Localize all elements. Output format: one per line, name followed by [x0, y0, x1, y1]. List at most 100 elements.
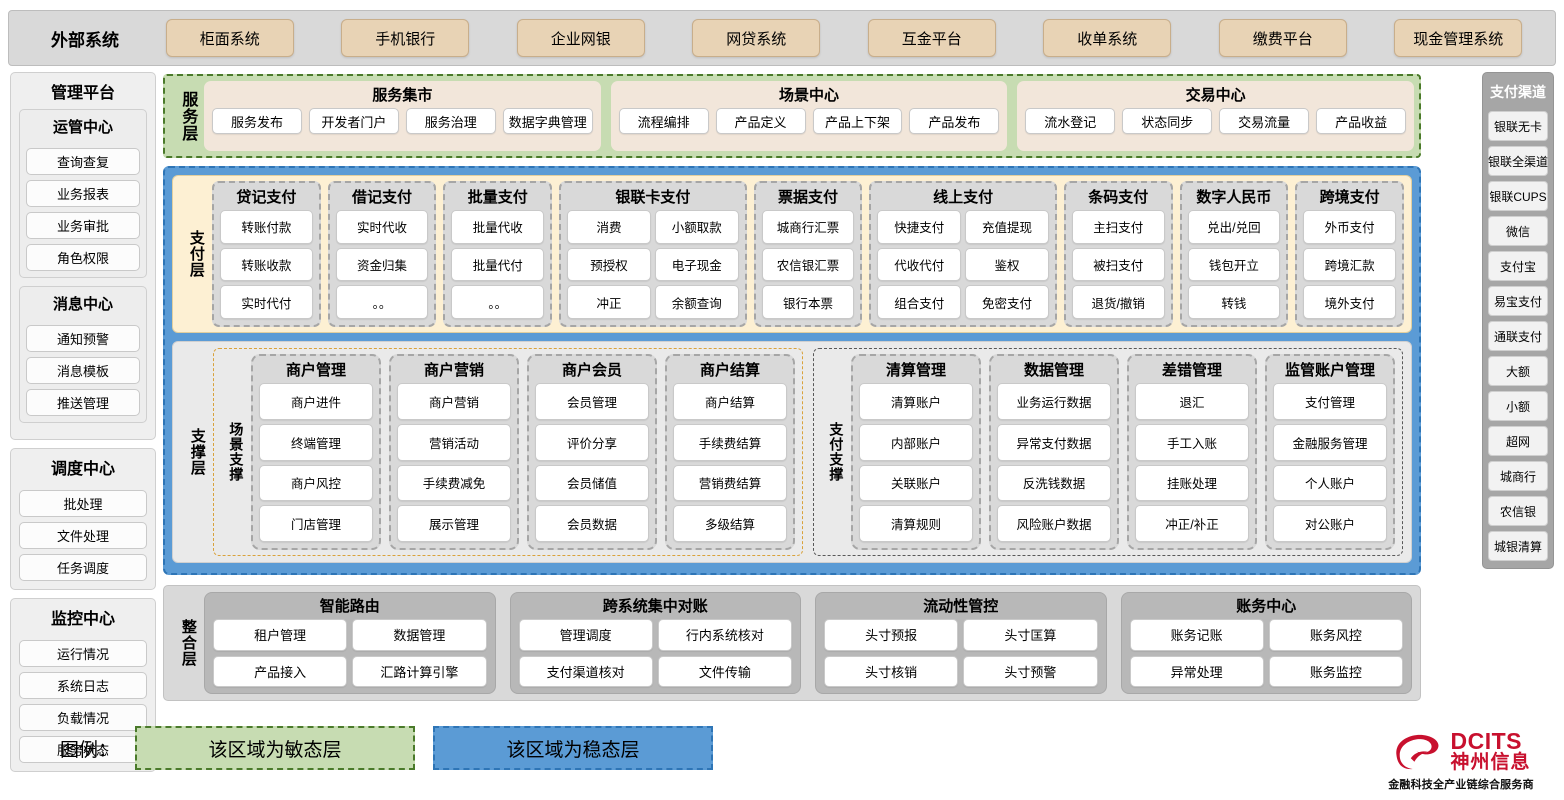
sidebar-item[interactable]: 角色权限: [26, 244, 140, 271]
support-item[interactable]: 挂账处理: [1135, 464, 1249, 502]
external-system-item[interactable]: 企业网银: [516, 19, 645, 57]
payment-item[interactable]: 被扫支付: [1071, 247, 1165, 282]
payment-item[interactable]: 退货/撤销: [1071, 285, 1165, 319]
external-system-item[interactable]: 网贷系统: [692, 19, 821, 57]
support-item[interactable]: 个人账户: [1273, 464, 1387, 502]
support-item[interactable]: 会员数据: [535, 505, 649, 542]
service-center-item[interactable]: 产品上下架: [812, 108, 903, 134]
payment-channel-item[interactable]: 银联无卡: [1488, 111, 1548, 141]
payment-channel-item[interactable]: 大额: [1488, 356, 1548, 386]
payment-item[interactable]: 兑出/兑回: [1187, 210, 1281, 244]
support-item[interactable]: 营销活动: [397, 423, 511, 461]
payment-item[interactable]: 批量代付: [451, 247, 545, 282]
support-item[interactable]: 退汇: [1135, 383, 1249, 420]
support-item[interactable]: 评价分享: [535, 423, 649, 461]
support-item[interactable]: 营销费结算: [673, 464, 787, 502]
payment-item[interactable]: 外币支付: [1303, 210, 1396, 244]
payment-item[interactable]: 消费: [567, 210, 651, 244]
service-center-item[interactable]: 服务治理: [405, 108, 496, 134]
sidebar-item[interactable]: 批处理: [19, 490, 147, 517]
sidebar-item[interactable]: 推送管理: [26, 389, 140, 416]
integration-item[interactable]: 汇路计算引擎: [352, 655, 487, 687]
integration-item[interactable]: 支付渠道核对: [518, 655, 653, 687]
payment-item[interactable]: 主扫支付: [1071, 210, 1165, 244]
integration-item[interactable]: 头寸核销: [824, 655, 959, 687]
support-item[interactable]: 展示管理: [397, 505, 511, 542]
payment-item[interactable]: 电子现金: [654, 247, 739, 282]
external-system-item[interactable]: 现金管理系统: [1394, 19, 1523, 57]
integration-item[interactable]: 账务风控: [1268, 619, 1403, 651]
sidebar-item[interactable]: 服务状态: [19, 736, 147, 763]
payment-channel-item[interactable]: 银联CUPS: [1488, 181, 1548, 211]
payment-item[interactable]: 实时代收: [335, 210, 429, 244]
payment-item[interactable]: 代收代付: [877, 247, 962, 282]
sidebar-item[interactable]: 任务调度: [19, 554, 147, 581]
payment-channel-item[interactable]: 超网: [1488, 426, 1548, 456]
payment-channel-item[interactable]: 通联支付: [1488, 321, 1548, 351]
support-item[interactable]: 商户风控: [259, 464, 373, 502]
sidebar-item[interactable]: 通知预警: [26, 325, 140, 352]
payment-item[interactable]: 预授权: [567, 247, 651, 282]
support-item[interactable]: 对公账户: [1273, 505, 1387, 542]
sidebar-item[interactable]: 业务审批: [26, 212, 140, 239]
support-item[interactable]: 多级结算: [673, 505, 787, 542]
payment-channel-item[interactable]: 微信: [1488, 216, 1548, 246]
integration-item[interactable]: 行内系统核对: [657, 619, 792, 651]
integration-item[interactable]: 产品接入: [213, 655, 348, 687]
integration-item[interactable]: 异常处理: [1129, 655, 1264, 687]
payment-channel-item[interactable]: 小额: [1488, 391, 1548, 421]
integration-item[interactable]: 头寸匡算: [963, 619, 1098, 651]
integration-item[interactable]: 账务监控: [1268, 655, 1403, 687]
support-item[interactable]: 商户结算: [673, 383, 787, 420]
support-item[interactable]: 反洗钱数据: [997, 464, 1111, 502]
support-item[interactable]: 风险账户数据: [997, 505, 1111, 542]
integration-item[interactable]: 租户管理: [213, 619, 348, 651]
support-item[interactable]: 会员管理: [535, 383, 649, 420]
support-item[interactable]: 内部账户: [859, 423, 973, 461]
payment-item[interactable]: 资金归集: [335, 247, 429, 282]
support-item[interactable]: 清算账户: [859, 383, 973, 420]
sidebar-item[interactable]: 系统日志: [19, 672, 147, 699]
service-center-item[interactable]: 产品发布: [909, 108, 1000, 134]
payment-item[interactable]: 免密支付: [965, 285, 1049, 319]
support-item[interactable]: 手工入账: [1135, 423, 1249, 461]
support-item[interactable]: 关联账户: [859, 464, 973, 502]
payment-item[interactable]: 钱包开立: [1187, 247, 1281, 282]
external-system-item[interactable]: 互金平台: [867, 19, 996, 57]
support-item[interactable]: 门店管理: [259, 505, 373, 542]
payment-item[interactable]: 转钱: [1187, 285, 1281, 319]
sidebar-item[interactable]: 查询查复: [26, 148, 140, 175]
payment-item[interactable]: 城商行汇票: [761, 210, 855, 244]
integration-item[interactable]: 管理调度: [518, 619, 653, 651]
payment-item[interactable]: 转账付款: [220, 210, 313, 244]
sidebar-item[interactable]: 文件处理: [19, 522, 147, 549]
payment-item[interactable]: 快捷支付: [877, 210, 962, 244]
payment-item[interactable]: 批量代收: [451, 210, 545, 244]
support-item[interactable]: 清算规则: [859, 505, 973, 542]
service-center-item[interactable]: 数据字典管理: [502, 108, 593, 134]
payment-item[interactable]: 跨境汇款: [1303, 247, 1396, 282]
payment-channel-item[interactable]: 城银清算: [1488, 531, 1548, 561]
payment-item[interactable]: 实时代付: [220, 285, 313, 319]
sidebar-item[interactable]: 负载情况: [19, 704, 147, 731]
payment-item[interactable]: 。。: [335, 285, 429, 319]
support-item[interactable]: 业务运行数据: [997, 383, 1111, 420]
support-item[interactable]: 支付管理: [1273, 383, 1387, 420]
payment-item[interactable]: 冲正: [567, 285, 651, 319]
external-system-item[interactable]: 缴费平台: [1218, 19, 1347, 57]
support-item[interactable]: 会员储值: [535, 464, 649, 502]
service-center-item[interactable]: 产品收益: [1316, 108, 1407, 134]
integration-item[interactable]: 头寸预警: [963, 655, 1098, 687]
support-item[interactable]: 异常支付数据: [997, 423, 1111, 461]
payment-item[interactable]: 组合支付: [877, 285, 962, 319]
payment-item[interactable]: 。。: [451, 285, 545, 319]
payment-item[interactable]: 银行本票: [761, 285, 855, 319]
service-center-item[interactable]: 状态同步: [1122, 108, 1213, 134]
integration-item[interactable]: 数据管理: [352, 619, 487, 651]
payment-item[interactable]: 鉴权: [965, 247, 1049, 282]
integration-item[interactable]: 账务记账: [1129, 619, 1264, 651]
payment-item[interactable]: 充值提现: [965, 210, 1049, 244]
payment-channel-item[interactable]: 城商行: [1488, 461, 1548, 491]
payment-item[interactable]: 转账收款: [220, 247, 313, 282]
service-center-item[interactable]: 流水登记: [1025, 108, 1116, 134]
